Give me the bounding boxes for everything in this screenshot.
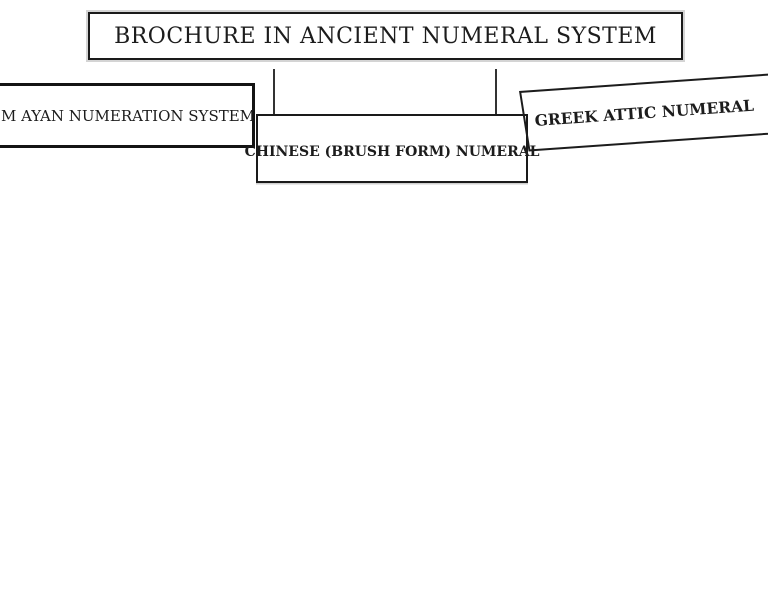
connector-line-left (273, 69, 275, 115)
node-greek-label: GREEK ATTIC NUMERAL (534, 95, 755, 130)
node-mayan-label: M AYAN NUMERATION SYSTEM (0, 106, 256, 125)
node-chinese-brush-form: CHINESE (BRUSH FORM) NUMERAL (245, 114, 539, 183)
node-chinese-label: CHINESE (BRUSH FORM) NUMERAL (244, 143, 540, 160)
node-title: BROCHURE IN ANCIENT NUMERAL SYSTEM (88, 12, 683, 60)
connector-line-right (495, 69, 497, 115)
node-greek-attic: GREEK ATTIC NUMERAL (519, 72, 768, 152)
node-title-label: BROCHURE IN ANCIENT NUMERAL SYSTEM (114, 23, 657, 49)
node-mayan-numeration: M AYAN NUMERATION SYSTEM (0, 83, 255, 148)
